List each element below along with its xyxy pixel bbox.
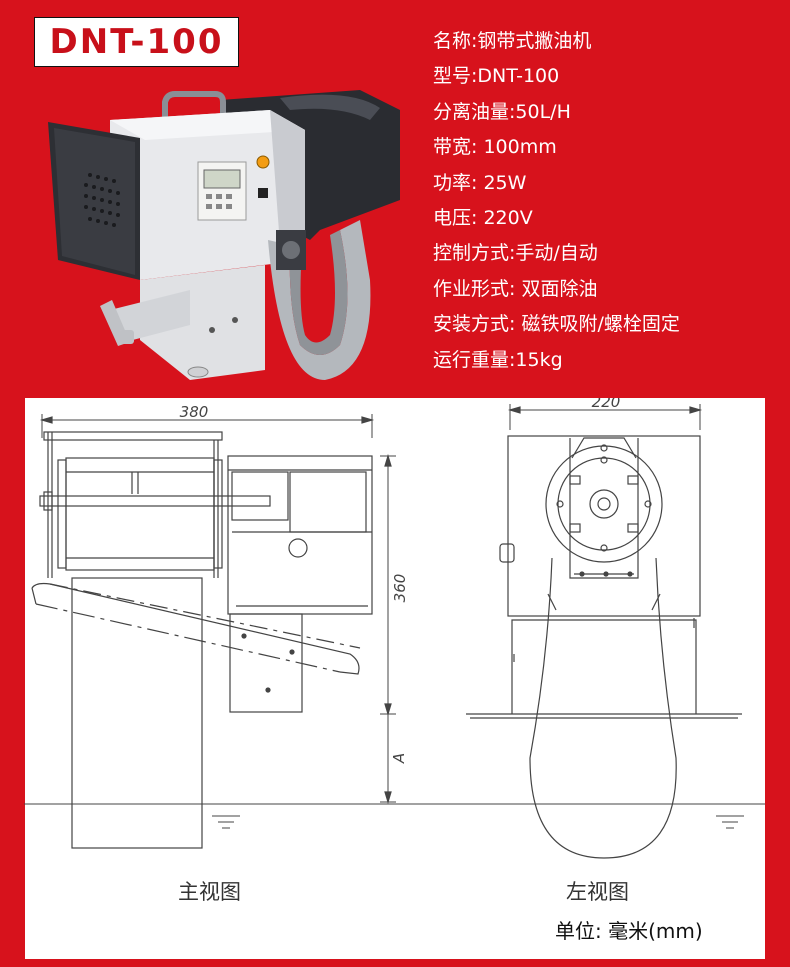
dim-width-side: 220	[592, 398, 621, 411]
bottom-border	[0, 959, 790, 967]
dim-depth-a: A	[390, 753, 408, 764]
spec-operation-type: 作业形式: 双面除油	[433, 277, 598, 300]
unit-label: 单位: 毫米(mm)	[555, 919, 703, 943]
model-badge: DNT-100	[34, 17, 239, 67]
spec-weight: 运行重量:15kg	[433, 348, 563, 371]
spec-model: 型号:DNT-100	[433, 65, 560, 88]
spec-name: 名称:钢带式撇油机	[433, 30, 592, 52]
product-photo	[48, 90, 400, 380]
spec-belt-width: 带宽: 100mm	[433, 136, 557, 159]
technical-drawing: 380 360 A 220	[24, 398, 765, 859]
right-border	[765, 398, 790, 967]
left-border	[0, 398, 24, 967]
side-view-label: 左视图	[566, 880, 629, 904]
spec-power: 功率: 25W	[433, 171, 527, 194]
spec-list: 名称:钢带式撇油机 型号:DNT-100 分离油量:50L/H 带宽: 100m…	[433, 24, 783, 378]
spec-oil-capacity: 分离油量:50L/H	[433, 100, 571, 123]
front-view-label: 主视图	[178, 880, 241, 904]
spec-installation: 安装方式: 磁铁吸附/螺栓固定	[433, 313, 680, 336]
dim-width-front: 380	[180, 403, 209, 421]
model-title: DNT-100	[49, 22, 224, 62]
spec-voltage: 电压: 220V	[433, 206, 533, 229]
technical-drawing-panel	[24, 398, 766, 959]
dim-height-front: 360	[391, 574, 409, 603]
spec-control-mode: 控制方式:手动/自动	[433, 242, 598, 265]
